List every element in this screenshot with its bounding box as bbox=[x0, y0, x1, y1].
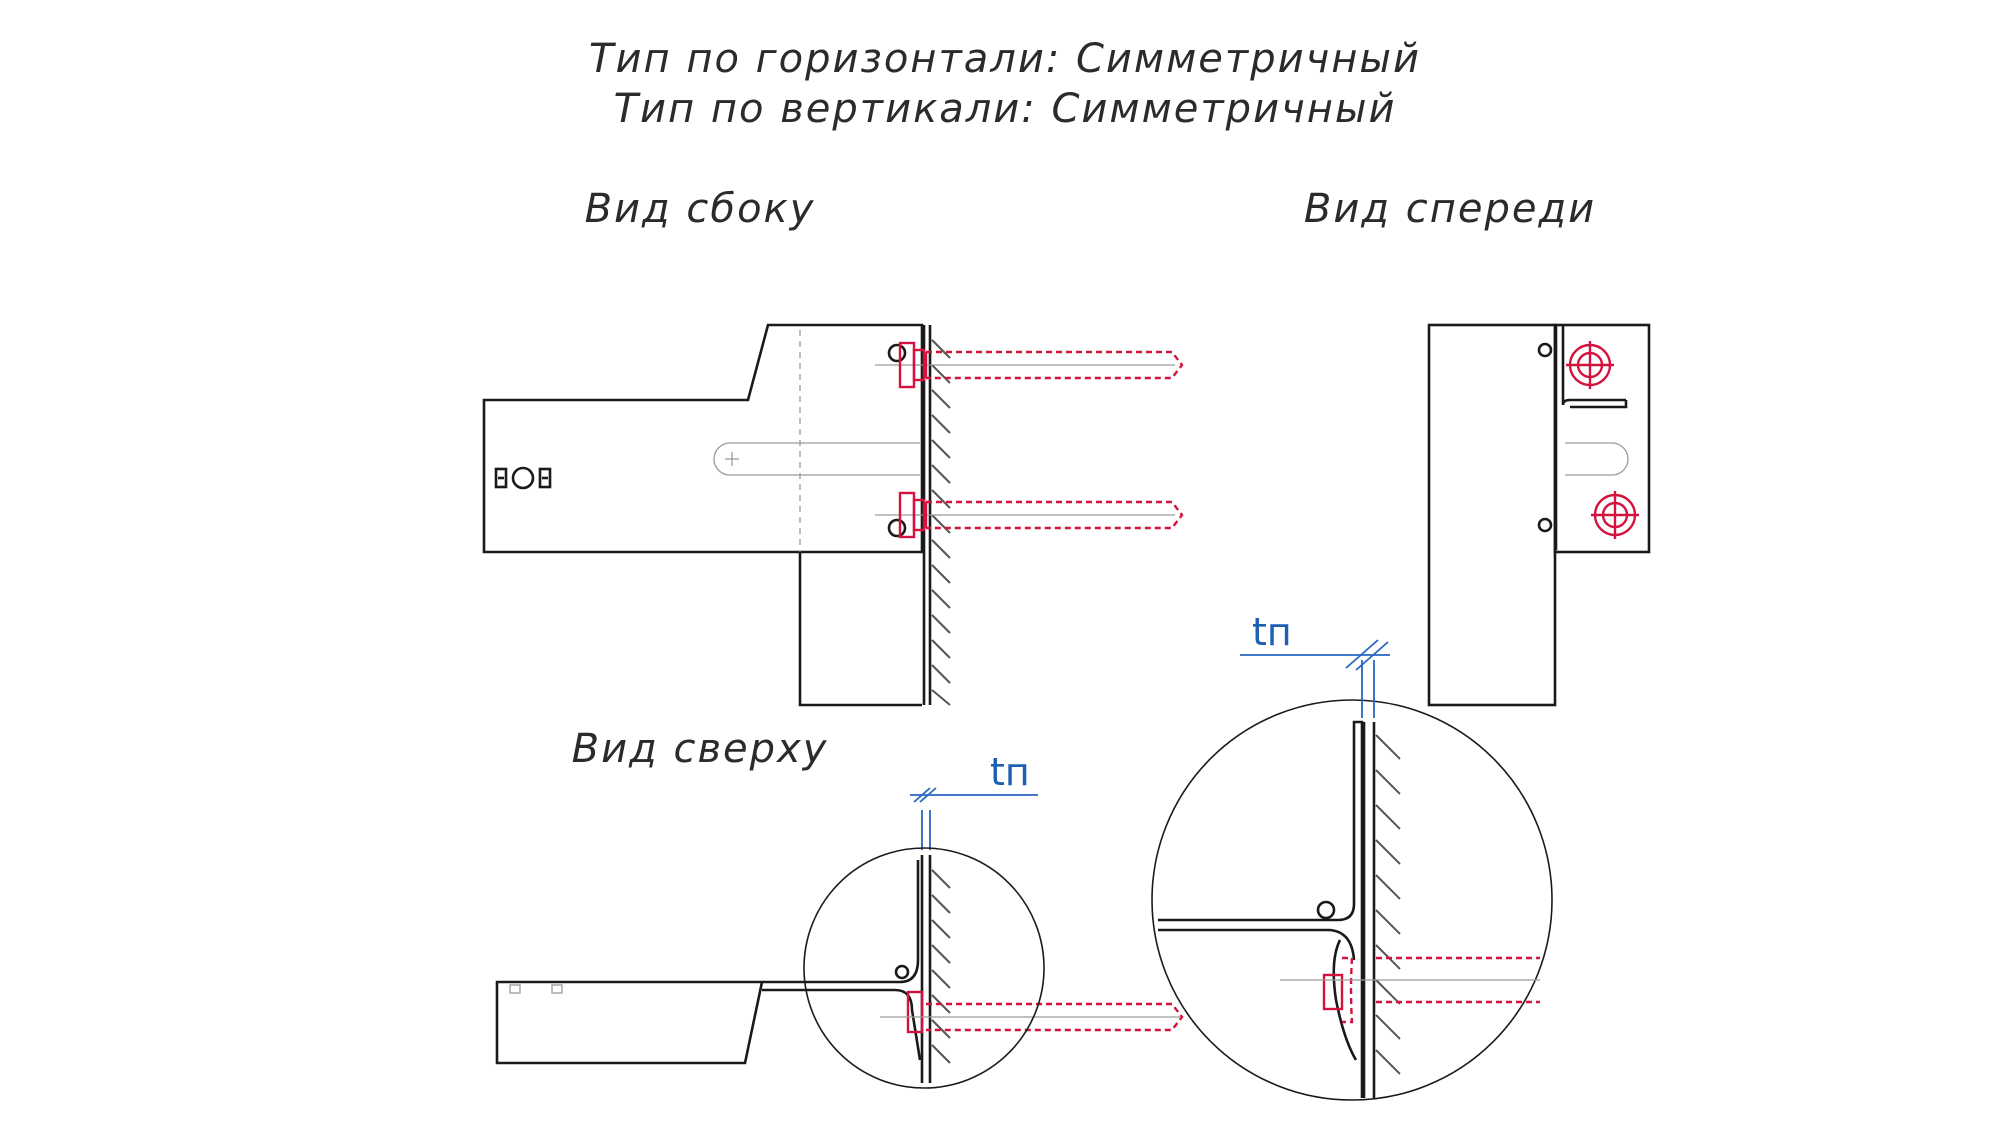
rivet-icon bbox=[894, 964, 910, 980]
side-bracket-outline bbox=[482, 323, 924, 554]
top-bracket-outline bbox=[495, 980, 764, 1065]
thickness-label-detail: tп bbox=[1252, 610, 1292, 654]
rivet-icon bbox=[887, 343, 907, 363]
thickness-label-top: tп bbox=[990, 750, 1030, 794]
side-slot bbox=[713, 442, 920, 476]
front-view-title: Вид спереди bbox=[1304, 186, 1596, 232]
top-view: tп bbox=[495, 750, 1184, 1089]
anchor-bolt-top bbox=[906, 990, 1184, 1034]
side-hardware-icon bbox=[494, 466, 552, 490]
top-view-title: Вид сверху bbox=[572, 726, 829, 772]
rivet-icon bbox=[1537, 342, 1553, 358]
anchor-head-upper bbox=[1566, 341, 1614, 389]
anchor-head-lower bbox=[1591, 491, 1639, 539]
rivet-icon bbox=[1537, 517, 1553, 533]
front-view bbox=[1427, 323, 1651, 707]
header-vertical-type: Тип по вертикали: Симметричный bbox=[614, 86, 1397, 132]
front-plate-outline bbox=[1427, 323, 1557, 707]
side-view bbox=[482, 323, 1184, 707]
rivet-icon bbox=[1316, 900, 1336, 920]
side-view-title: Вид сбоку bbox=[585, 186, 816, 232]
detail-circle-small bbox=[803, 847, 1045, 1089]
detail-view: tп bbox=[1151, 610, 1553, 1101]
header-horizontal-type: Тип по горизонтали: Симметричный bbox=[589, 36, 1421, 82]
rivet-icon bbox=[887, 518, 907, 538]
anchor-bolt-lower bbox=[898, 491, 1184, 539]
anchor-bolt-upper bbox=[898, 341, 1184, 389]
detail-circle-large bbox=[1151, 699, 1553, 1101]
anchor-bolt-detail bbox=[1322, 956, 1540, 1024]
